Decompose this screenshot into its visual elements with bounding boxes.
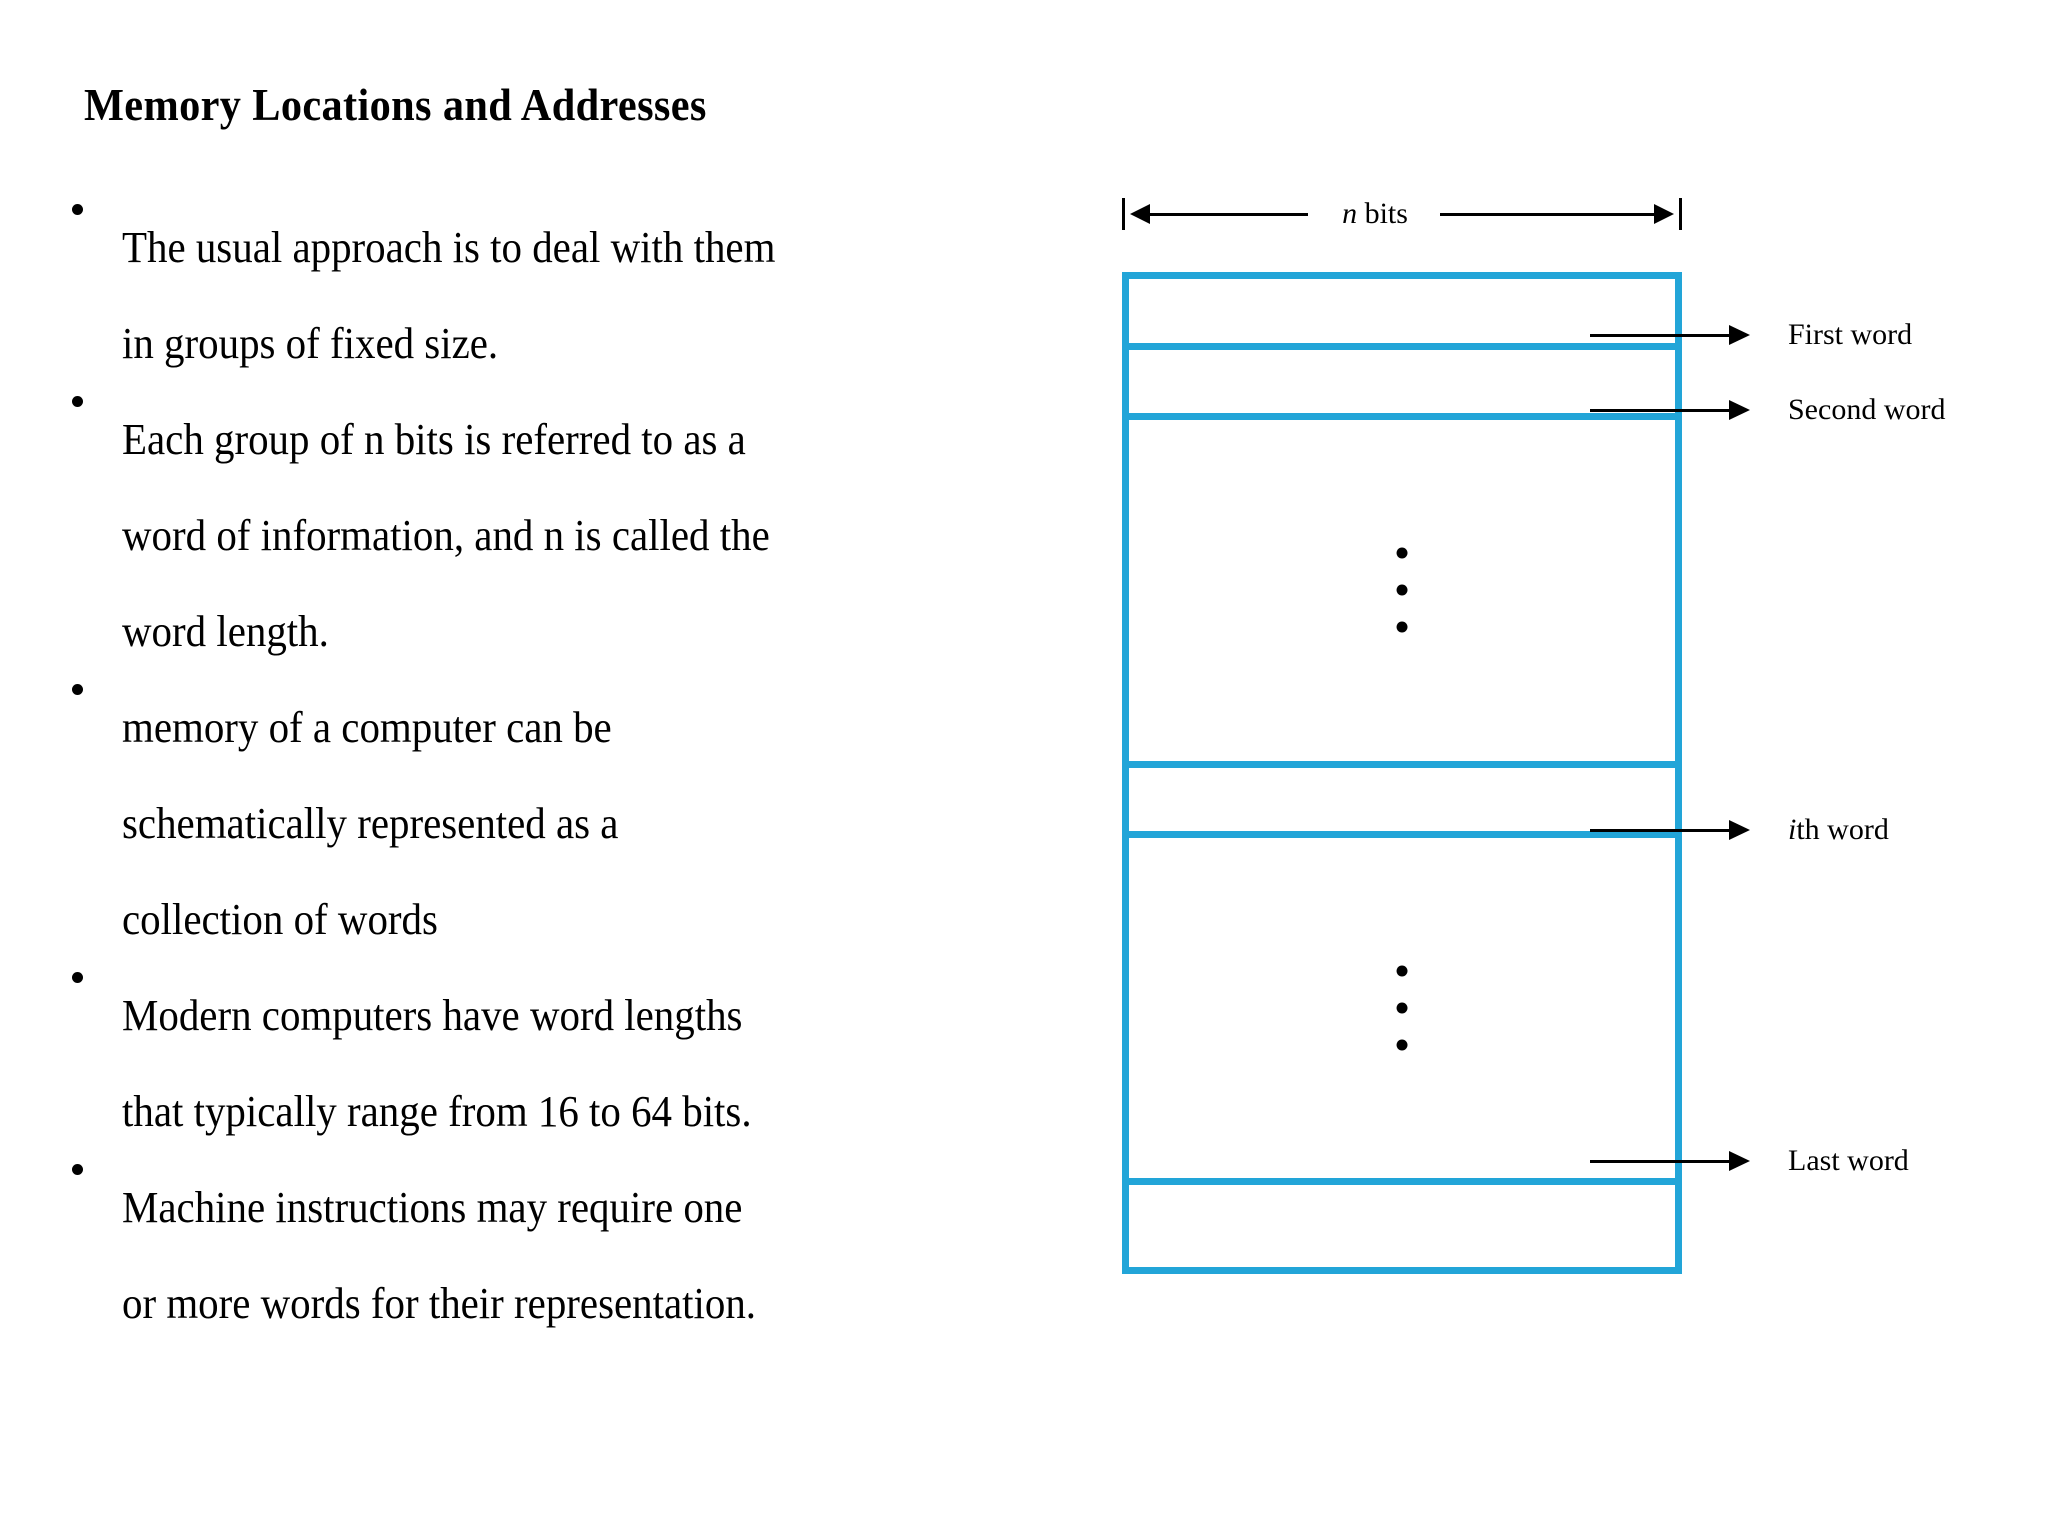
arrow-right-icon (1729, 1151, 1750, 1171)
page-title: Memory Locations and Addresses (84, 79, 707, 130)
callout-label: First word (1788, 318, 1913, 351)
memory-row-first (1129, 279, 1675, 350)
arrow-right-icon (1654, 204, 1674, 224)
callout-second-word: Second word (1590, 390, 1945, 430)
callout-line (1590, 828, 1730, 832)
vertical-ellipsis-icon (1396, 952, 1408, 1063)
bullet-dot-icon (72, 204, 83, 216)
callout-line (1590, 333, 1730, 337)
bullet-list: The usual approach is to deal with them … (60, 200, 1070, 1352)
list-item: Machine instructions may require one or … (60, 1160, 1070, 1352)
list-item-text: Each group of n bits is referred to as a… (122, 415, 770, 656)
callout-label: Second word (1788, 393, 1946, 426)
memory-row-ith (1129, 768, 1675, 838)
arrow-right-icon (1729, 820, 1750, 840)
callout-line (1590, 408, 1730, 412)
width-label-symbol: n (1342, 197, 1358, 230)
list-item-text: The usual approach is to deal with them … (122, 223, 776, 368)
width-label-unit-space (1357, 197, 1365, 230)
callout-label-symbol: i (1788, 813, 1797, 846)
bullet-dot-icon (72, 396, 83, 408)
width-label: n bits (1310, 193, 1440, 235)
list-item-text: Modern computers have word lengths that … (122, 991, 752, 1136)
memory-diagram: n bits (1110, 190, 2040, 1300)
bullet-dot-icon (72, 1164, 83, 1176)
width-label-unit: bits (1364, 197, 1408, 230)
width-dimension-annotation: n bits (1122, 190, 1682, 240)
vertical-ellipsis-icon (1396, 535, 1408, 646)
list-item: The usual approach is to deal with them … (60, 200, 1070, 392)
callout-ith-word: ith word (1590, 810, 1889, 850)
bullet-dot-icon (72, 972, 83, 984)
list-item-text: memory of a computer can be schematicall… (122, 703, 619, 944)
dimension-line-left (1140, 213, 1308, 216)
callout-last-word: Last word (1590, 1141, 1909, 1181)
dimension-tick-left-icon (1122, 198, 1125, 230)
list-item-text: Machine instructions may require one or … (122, 1183, 757, 1328)
arrow-right-icon (1729, 325, 1750, 345)
arrow-right-icon (1729, 400, 1750, 420)
memory-row-second (1129, 350, 1675, 420)
callout-label: ith word (1788, 813, 1889, 847)
list-item: memory of a computer can be schematicall… (60, 680, 1070, 968)
callout-label: Last word (1788, 1144, 1909, 1177)
memory-row-lower-ellipsis (1129, 838, 1675, 1185)
callout-first-word: First word (1590, 315, 1912, 355)
memory-box (1122, 272, 1682, 1274)
list-item: Modern computers have word lengths that … (60, 968, 1070, 1160)
dimension-tick-right-icon (1679, 198, 1682, 230)
list-item: Each group of n bits is referred to as a… (60, 392, 1070, 680)
memory-row-last (1129, 1185, 1675, 1267)
memory-row-upper-ellipsis (1129, 420, 1675, 768)
callout-line (1590, 1159, 1730, 1163)
bullet-dot-icon (72, 684, 83, 696)
callout-label-rest: th word (1796, 813, 1889, 846)
dimension-line-right (1440, 213, 1664, 216)
